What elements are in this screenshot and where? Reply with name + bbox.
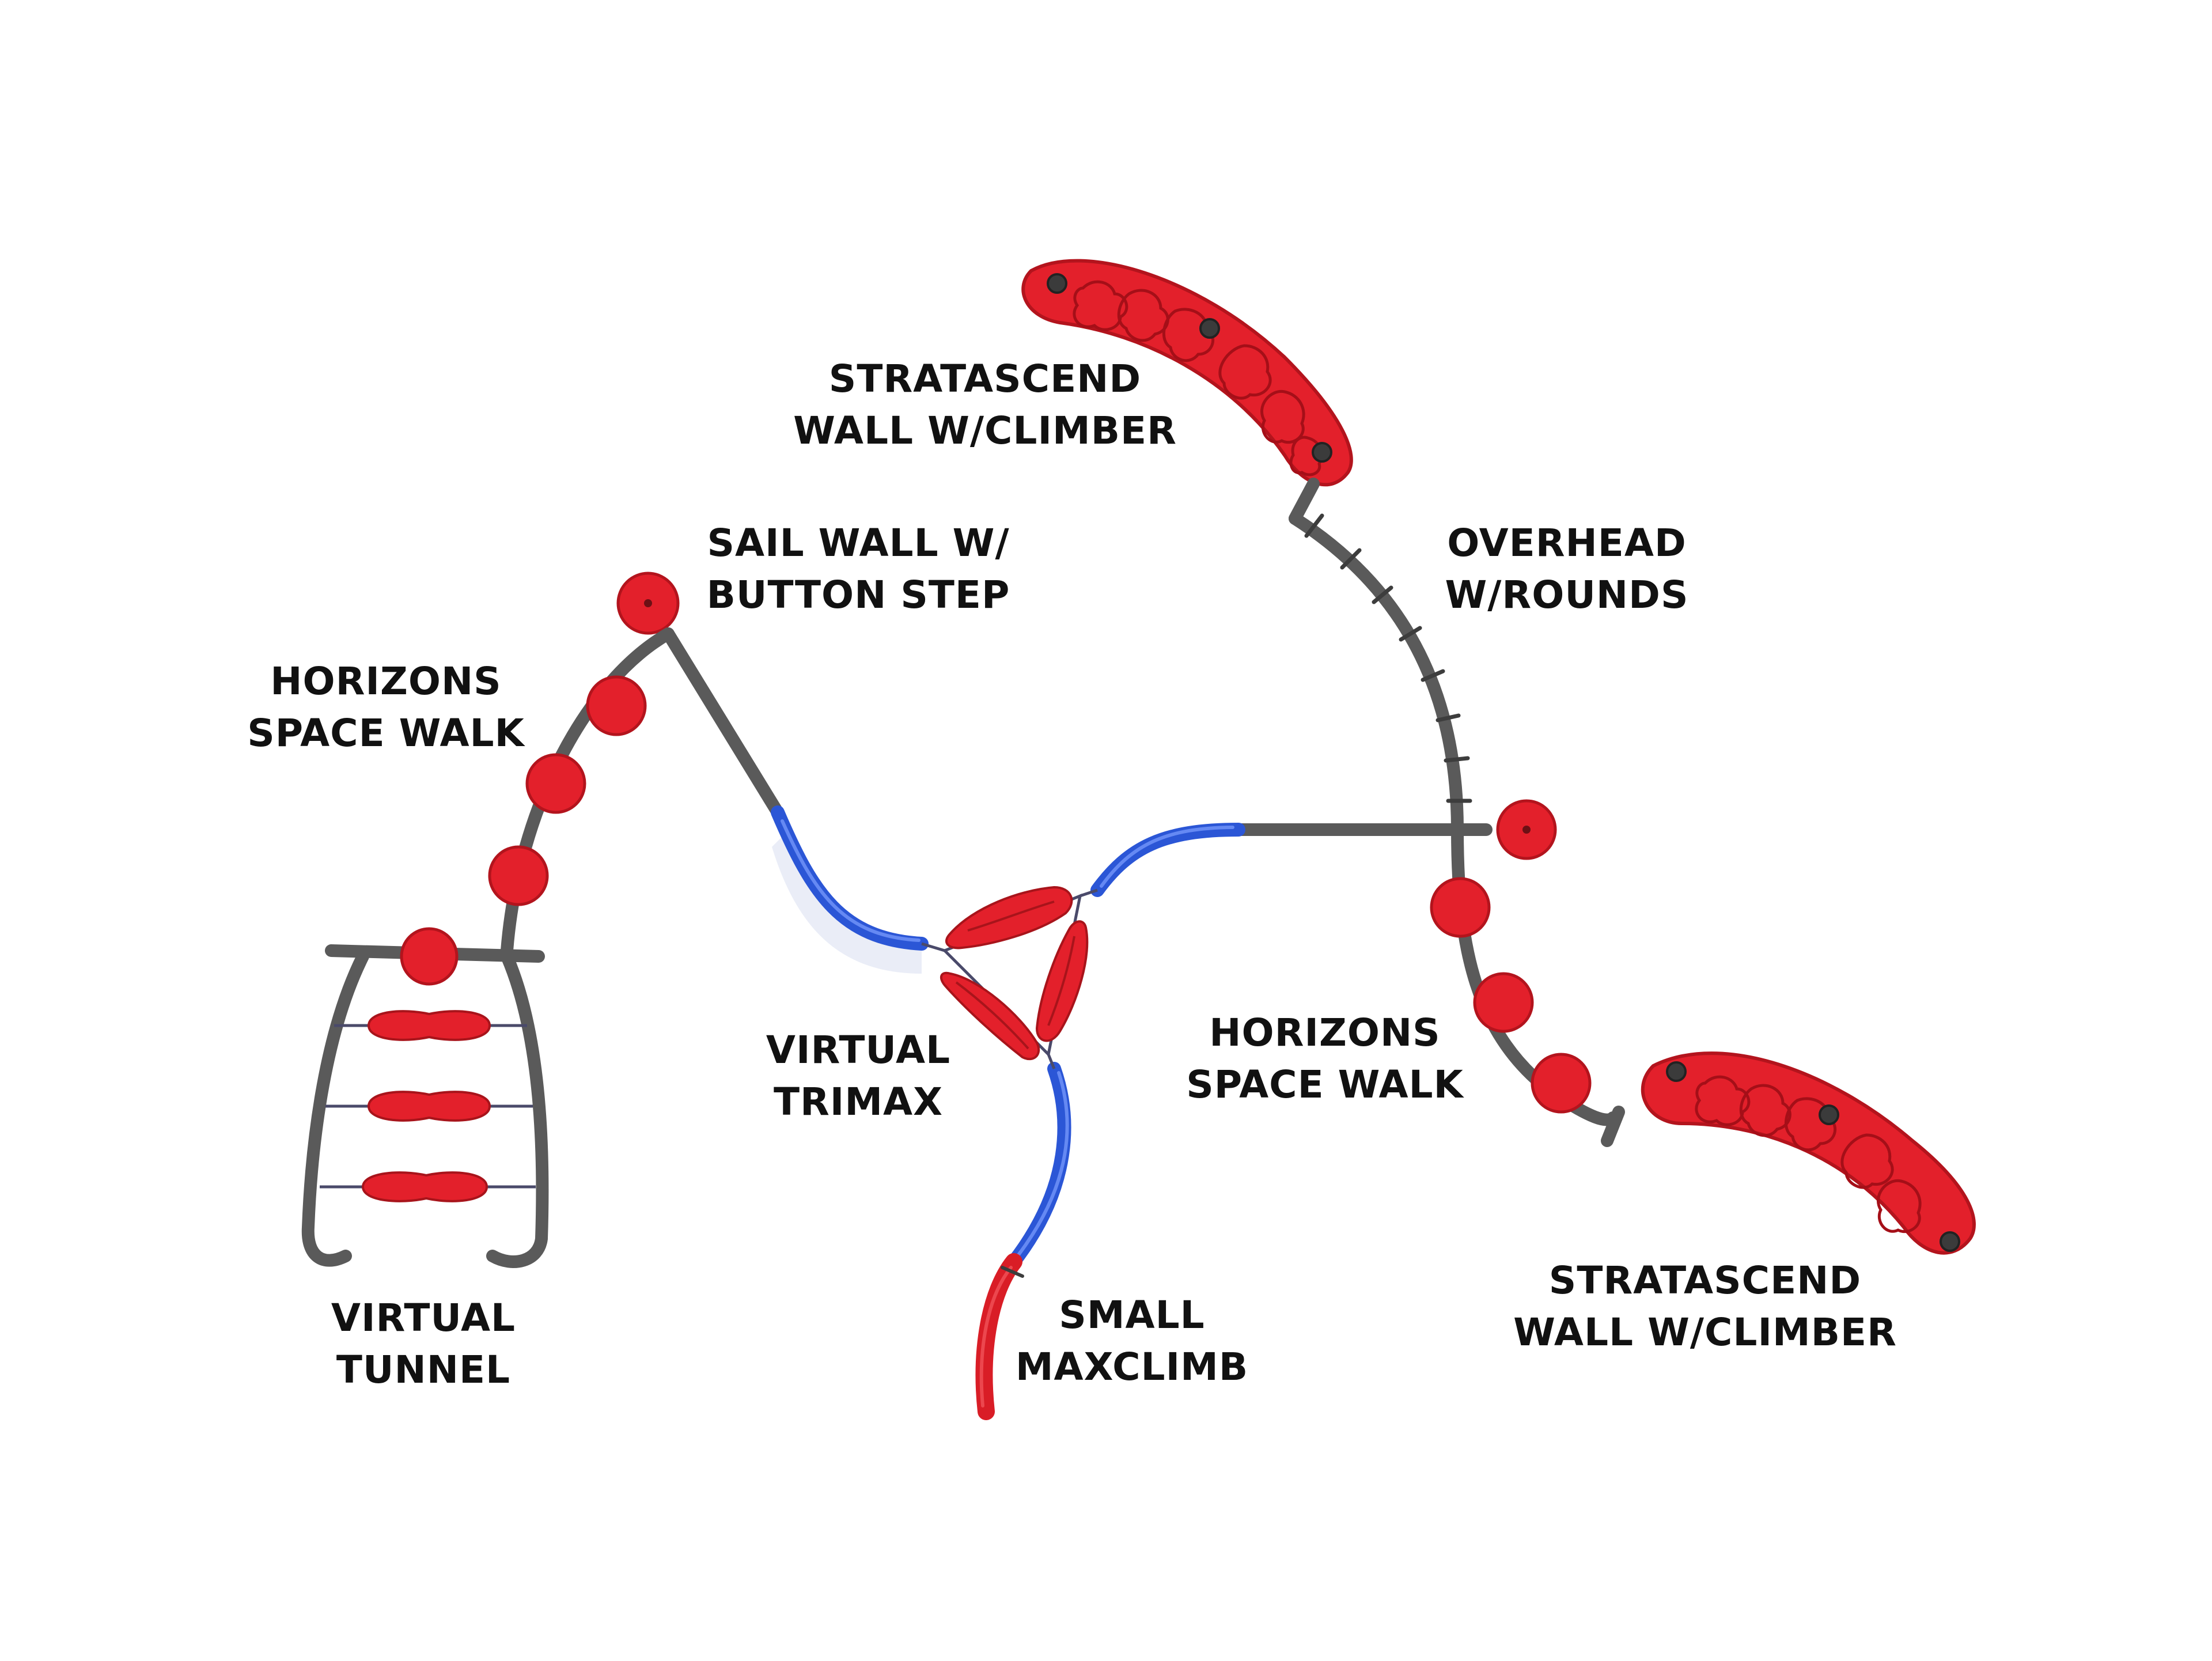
label-line: TUNNEL [336,1348,510,1392]
wall-bolt [1819,1104,1839,1125]
space-walk-disc [1531,1053,1592,1114]
label-stratascend-bottom: STRATASCEND WALL W/CLIMBER [1513,1258,1897,1354]
tunnel-pod [361,1171,488,1202]
space-walk-disc [488,845,549,906]
horizons-space-walk-right [1430,823,1625,1147]
label-line: BUTTON STEP [707,573,1010,617]
trimax-pod [1035,920,1089,1042]
stratascend-wall-top [1021,259,1353,487]
horizontal-rail [1232,799,1557,860]
tunnel-top-disc [400,927,459,986]
label-line: STRATASCEND [1549,1258,1861,1303]
label-line: VIRTUAL [766,1028,950,1072]
horizons-space-walk-left [488,627,675,957]
wall-bolt [1666,1061,1687,1082]
space-walk-disc [586,675,647,736]
tunnel-pod [367,1091,491,1122]
label-line: SAIL WALL W/ [707,521,1009,565]
blue-bridge-left [771,805,929,974]
label-overhead: OVERHEAD W/ROUNDS [1445,521,1689,617]
space-walk-disc [1430,877,1491,938]
label-line: MAXCLIMB [1016,1345,1248,1389]
label-line: TRIMAX [774,1080,943,1124]
blue-bridge-right [1090,823,1245,897]
label-line: HORIZONS [1209,1011,1440,1055]
label-line: SPACE WALK [1186,1062,1464,1107]
virtual-trimax [921,886,1098,1069]
wall-bolt [1312,442,1332,463]
label-line: WALL W/CLIMBER [793,408,1177,453]
overhead-w-rounds [1289,478,1472,836]
label-horizons-left: HORIZONS SPACE WALK [247,659,525,755]
blue-bridge-bottom [1007,1062,1071,1269]
label-line: SMALL [1059,1293,1205,1337]
label-virtual-trimax: VIRTUAL TRIMAX [766,1028,950,1124]
label-small-maxclimb: SMALL MAXCLIMB [1016,1293,1248,1389]
label-horizons-right: HORIZONS SPACE WALK [1186,1011,1464,1107]
label-line: HORIZONS [270,659,501,703]
label-sail-wall: SAIL WALL W/ BUTTON STEP [707,521,1010,617]
sail-wall-button-step [616,572,784,819]
stratascend-wall-bottom [1641,1051,1976,1255]
space-walk-disc [525,753,586,814]
label-line: SPACE WALK [247,711,525,755]
trimax-pod [940,971,1040,1061]
label-line: W/ROUNDS [1445,573,1689,617]
trimax-pod [945,886,1073,949]
label-line: VIRTUAL [331,1296,516,1340]
wall-bolt [1199,318,1220,339]
wall-bolt [1047,273,1067,294]
label-line: OVERHEAD [1447,521,1687,565]
space-walk-disc [1473,972,1534,1033]
small-maxclimb [975,1253,1024,1420]
tunnel-pod [367,1010,491,1041]
virtual-tunnel [301,927,549,1268]
label-line: WALL W/CLIMBER [1513,1310,1897,1354]
wall-bolt [1940,1231,1960,1252]
label-line: STRATASCEND [829,357,1141,401]
label-virtual-tunnel: VIRTUAL TUNNEL [331,1296,516,1392]
label-stratascend-top: STRATASCEND WALL W/CLIMBER [793,357,1177,453]
